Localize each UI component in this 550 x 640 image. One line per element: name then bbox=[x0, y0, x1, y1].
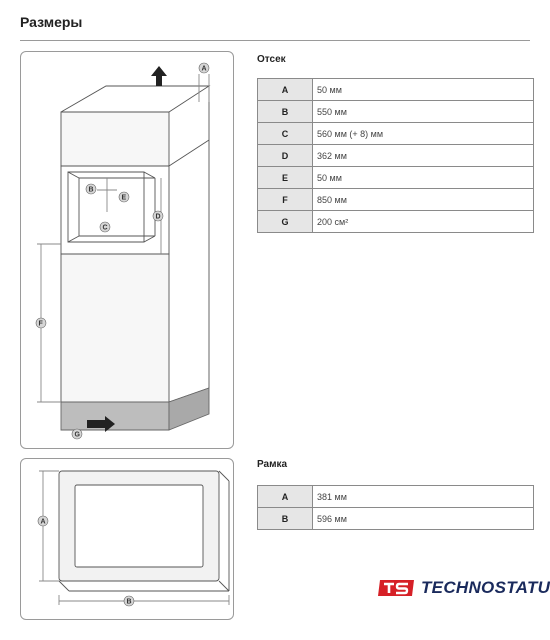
svg-text:G: G bbox=[75, 432, 81, 439]
dimension-key: E bbox=[257, 166, 313, 189]
svg-text:C: C bbox=[103, 225, 108, 232]
air-in-arrow-icon bbox=[87, 416, 115, 432]
dimension-value: 381 мм bbox=[312, 485, 534, 508]
compartment-diagram: A B E C D F G bbox=[35, 62, 211, 440]
frame-diagram: A B bbox=[37, 470, 230, 607]
dimension-key: F bbox=[257, 188, 313, 211]
svg-text:B: B bbox=[127, 599, 132, 606]
compartment-diagram-panel: A B E C D F G bbox=[20, 51, 234, 449]
title-divider bbox=[20, 40, 530, 41]
dimension-value: 850 мм bbox=[312, 188, 534, 211]
dimension-value: 550 мм bbox=[312, 100, 534, 123]
frame-diagram-markers: A B bbox=[37, 515, 135, 607]
dimension-value: 50 мм bbox=[312, 78, 534, 101]
dimension-value: 200 см² bbox=[312, 210, 534, 233]
air-out-arrow-icon bbox=[151, 66, 167, 86]
dimension-key: G bbox=[257, 210, 313, 233]
svg-text:F: F bbox=[39, 321, 44, 328]
compartment-section-title: Отсек bbox=[257, 54, 286, 65]
frame-section-title: Рамка bbox=[257, 459, 288, 470]
technostatus-logo: TECHNOSTATUS bbox=[377, 576, 550, 600]
svg-text:E: E bbox=[122, 195, 127, 202]
dimension-key: B bbox=[257, 100, 313, 123]
svg-text:D: D bbox=[156, 214, 161, 221]
dimension-key: D bbox=[257, 144, 313, 167]
dimension-key: C bbox=[257, 122, 313, 145]
diagram-markers: A B E C D F G bbox=[35, 62, 210, 440]
dimension-value: 560 мм (+ 8) мм bbox=[312, 122, 534, 145]
dimension-key: B bbox=[257, 507, 313, 530]
dimension-value: 362 мм bbox=[312, 144, 534, 167]
logo-text: TECHNOSTATUS bbox=[421, 578, 550, 597]
dimension-key: A bbox=[257, 78, 313, 101]
dimension-key: A bbox=[257, 485, 313, 508]
svg-text:A: A bbox=[41, 519, 46, 526]
dimension-value: 596 мм bbox=[312, 507, 534, 530]
dimension-value: 50 мм bbox=[312, 166, 534, 189]
page-title: Размеры bbox=[20, 14, 83, 30]
technostatus-logo-mark-icon bbox=[378, 580, 414, 596]
svg-text:B: B bbox=[89, 187, 94, 194]
frame-diagram-panel: A B bbox=[20, 458, 234, 620]
svg-text:A: A bbox=[202, 66, 207, 73]
